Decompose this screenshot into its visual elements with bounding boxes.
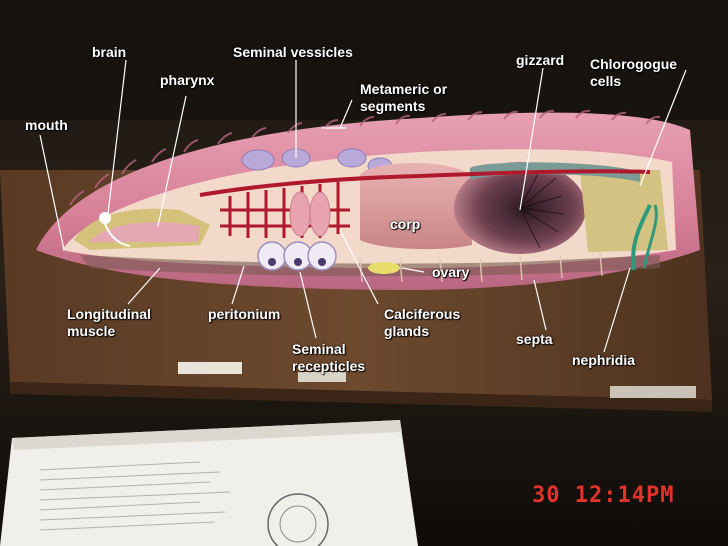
label-chlorogogue-cells: Chlorogogue cells: [590, 56, 678, 89]
label-nephridia: nephridia: [572, 352, 636, 368]
label-gizzard: gizzard: [516, 52, 565, 68]
label-pharynx: pharynx: [160, 72, 215, 88]
label-seminal-vessicles: Seminal vessicles: [233, 44, 353, 60]
label-metameric-segments: Metameric or segments: [360, 81, 448, 114]
label-peritonium: peritonium: [208, 306, 281, 322]
label-brain: brain: [92, 44, 127, 60]
label-septa: septa: [516, 331, 553, 347]
label-calciferous-glands: Calciferous glands: [384, 306, 461, 339]
label-longitudinal-muscle: Longitudinal muscle: [67, 306, 151, 339]
label-corp: corp: [390, 216, 421, 232]
label-seminal-recepticles: Seminal recepticles: [292, 341, 366, 374]
camera-timestamp: 30 12:14PM: [532, 483, 675, 508]
label-ovary: ovary: [432, 264, 470, 280]
label-mouth: mouth: [25, 117, 68, 133]
